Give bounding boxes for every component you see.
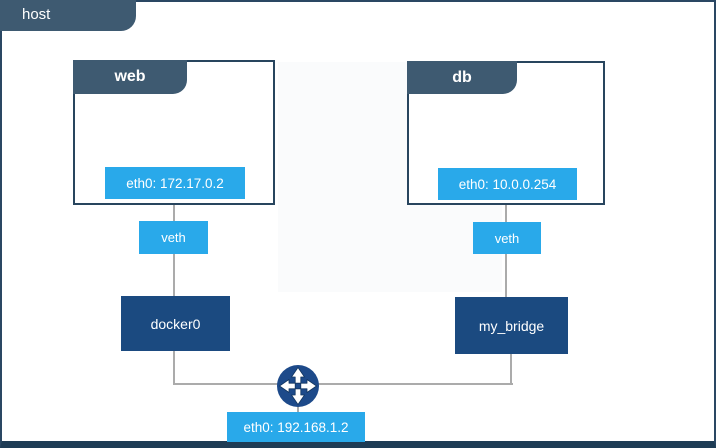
container-db-title: db: [452, 68, 472, 86]
container-web-tab: web: [73, 60, 187, 94]
router-icon: [276, 364, 320, 408]
veth-left-text: veth: [161, 230, 186, 245]
connector-mybridge-down: [510, 354, 512, 385]
container-web: web eth0: 172.17.0.2: [73, 60, 275, 205]
container-db: db eth0: 10.0.0.254: [407, 61, 605, 205]
veth-left-label: veth: [139, 221, 208, 254]
connector-docker0-down: [173, 351, 175, 385]
connector-web-veth: [173, 203, 175, 221]
veth-right-label: veth: [473, 222, 541, 254]
bridge-docker0-text: docker0: [150, 315, 201, 332]
container-db-tab: db: [407, 61, 517, 94]
veth-right-text: veth: [494, 230, 520, 246]
web-eth-label: eth0: 172.17.0.2: [105, 167, 245, 199]
web-eth-text: eth0: 172.17.0.2: [126, 175, 224, 191]
router-crossed-arrows-icon: [277, 365, 319, 407]
bridge-my-bridge: my_bridge: [455, 297, 568, 354]
connector-horizontal: [173, 383, 513, 385]
host-eth-text: eth0: 192.168.1.2: [243, 419, 349, 435]
db-eth-label: eth0: 10.0.0.254: [438, 168, 577, 200]
bridge-my-bridge-text: my_bridge: [478, 317, 545, 334]
connector-router-eth: [297, 404, 299, 413]
connector-veth-docker0: [173, 254, 175, 296]
container-web-title: web: [114, 68, 146, 85]
host-label: host: [22, 6, 51, 23]
host-eth-label: eth0: 192.168.1.2: [227, 412, 365, 442]
host-tab: host: [0, 0, 136, 31]
db-eth-text: eth0: 10.0.0.254: [458, 176, 557, 192]
connector-veth-mybridge: [505, 254, 507, 297]
connector-db-veth: [505, 203, 507, 222]
bridge-docker0: docker0: [121, 296, 230, 351]
